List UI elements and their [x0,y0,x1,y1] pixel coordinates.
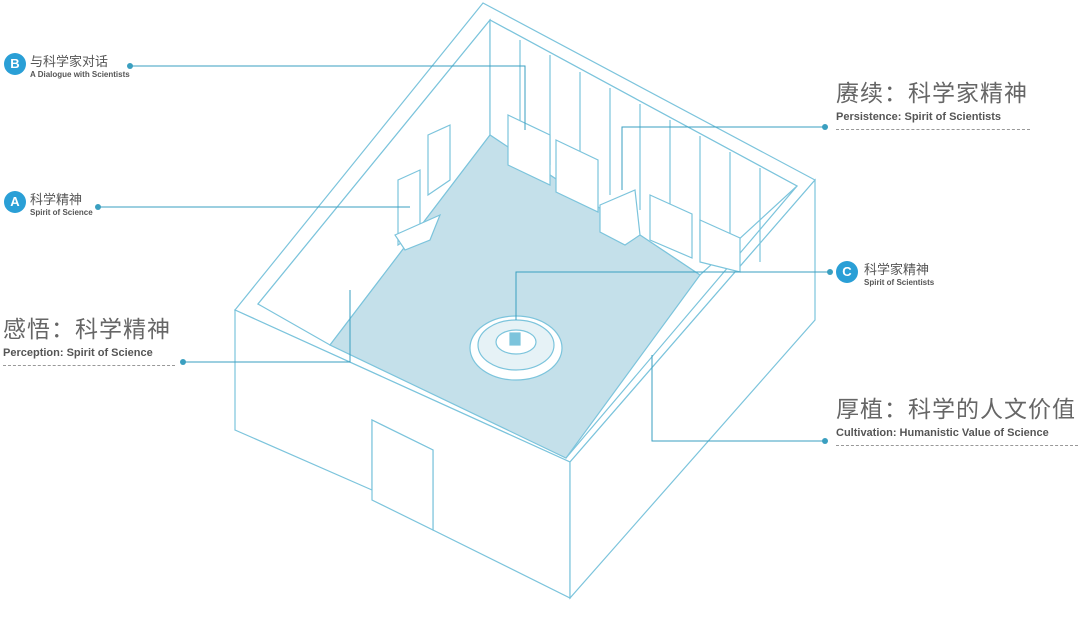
label-cultivation: 厚植：科学的人文价值 Cultivation: Humanistic Value… [836,390,1078,446]
front-right-wall [569,178,816,600]
label-a: 科学精神 Spirit of Science [30,189,93,217]
label-c-zh: 科学家精神 [864,263,930,278]
leader-cultivation [651,355,825,442]
label-a-zh: 科学精神 [30,193,83,208]
label-persistence-en: Persistence: Spirit of Scientists [836,111,1002,123]
leader-b [130,65,526,130]
label-b-en: A Dialogue with Scientists [30,70,130,79]
leader-c [515,271,830,320]
label-c-en: Spirit of Scientists [864,278,935,287]
divider [836,445,1078,446]
label-perception-en: Perception: Spirit of Science [3,347,153,359]
wall-panels [394,40,761,273]
badge-a: A [4,191,26,213]
label-perception-zh: 感悟：科学精神 [3,317,171,343]
door-opening [371,419,434,531]
label-persistence-zh: 赓续：科学家精神 [836,81,1028,107]
divider [3,365,175,366]
badge-c: C [836,261,858,283]
label-b-zh: 与科学家对话 [30,55,109,70]
label-b: 与科学家对话 A Dialogue with Scientists [30,51,130,79]
label-cultivation-zh: 厚植：科学的人文价值 [836,397,1076,423]
label-perception: 感悟：科学精神 Perception: Spirit of Science [3,310,175,366]
label-a-en: Spirit of Science [30,208,93,217]
central-platform [469,315,563,381]
label-c: 科学家精神 Spirit of Scientists [864,259,934,287]
leader-perception [183,290,351,363]
leader-persistence [621,126,825,190]
divider [836,129,1030,130]
badge-b: B [4,53,26,75]
label-persistence: 赓续：科学家精神 Persistence: Spirit of Scientis… [836,74,1030,130]
label-cultivation-en: Cultivation: Humanistic Value of Science [836,427,1049,439]
